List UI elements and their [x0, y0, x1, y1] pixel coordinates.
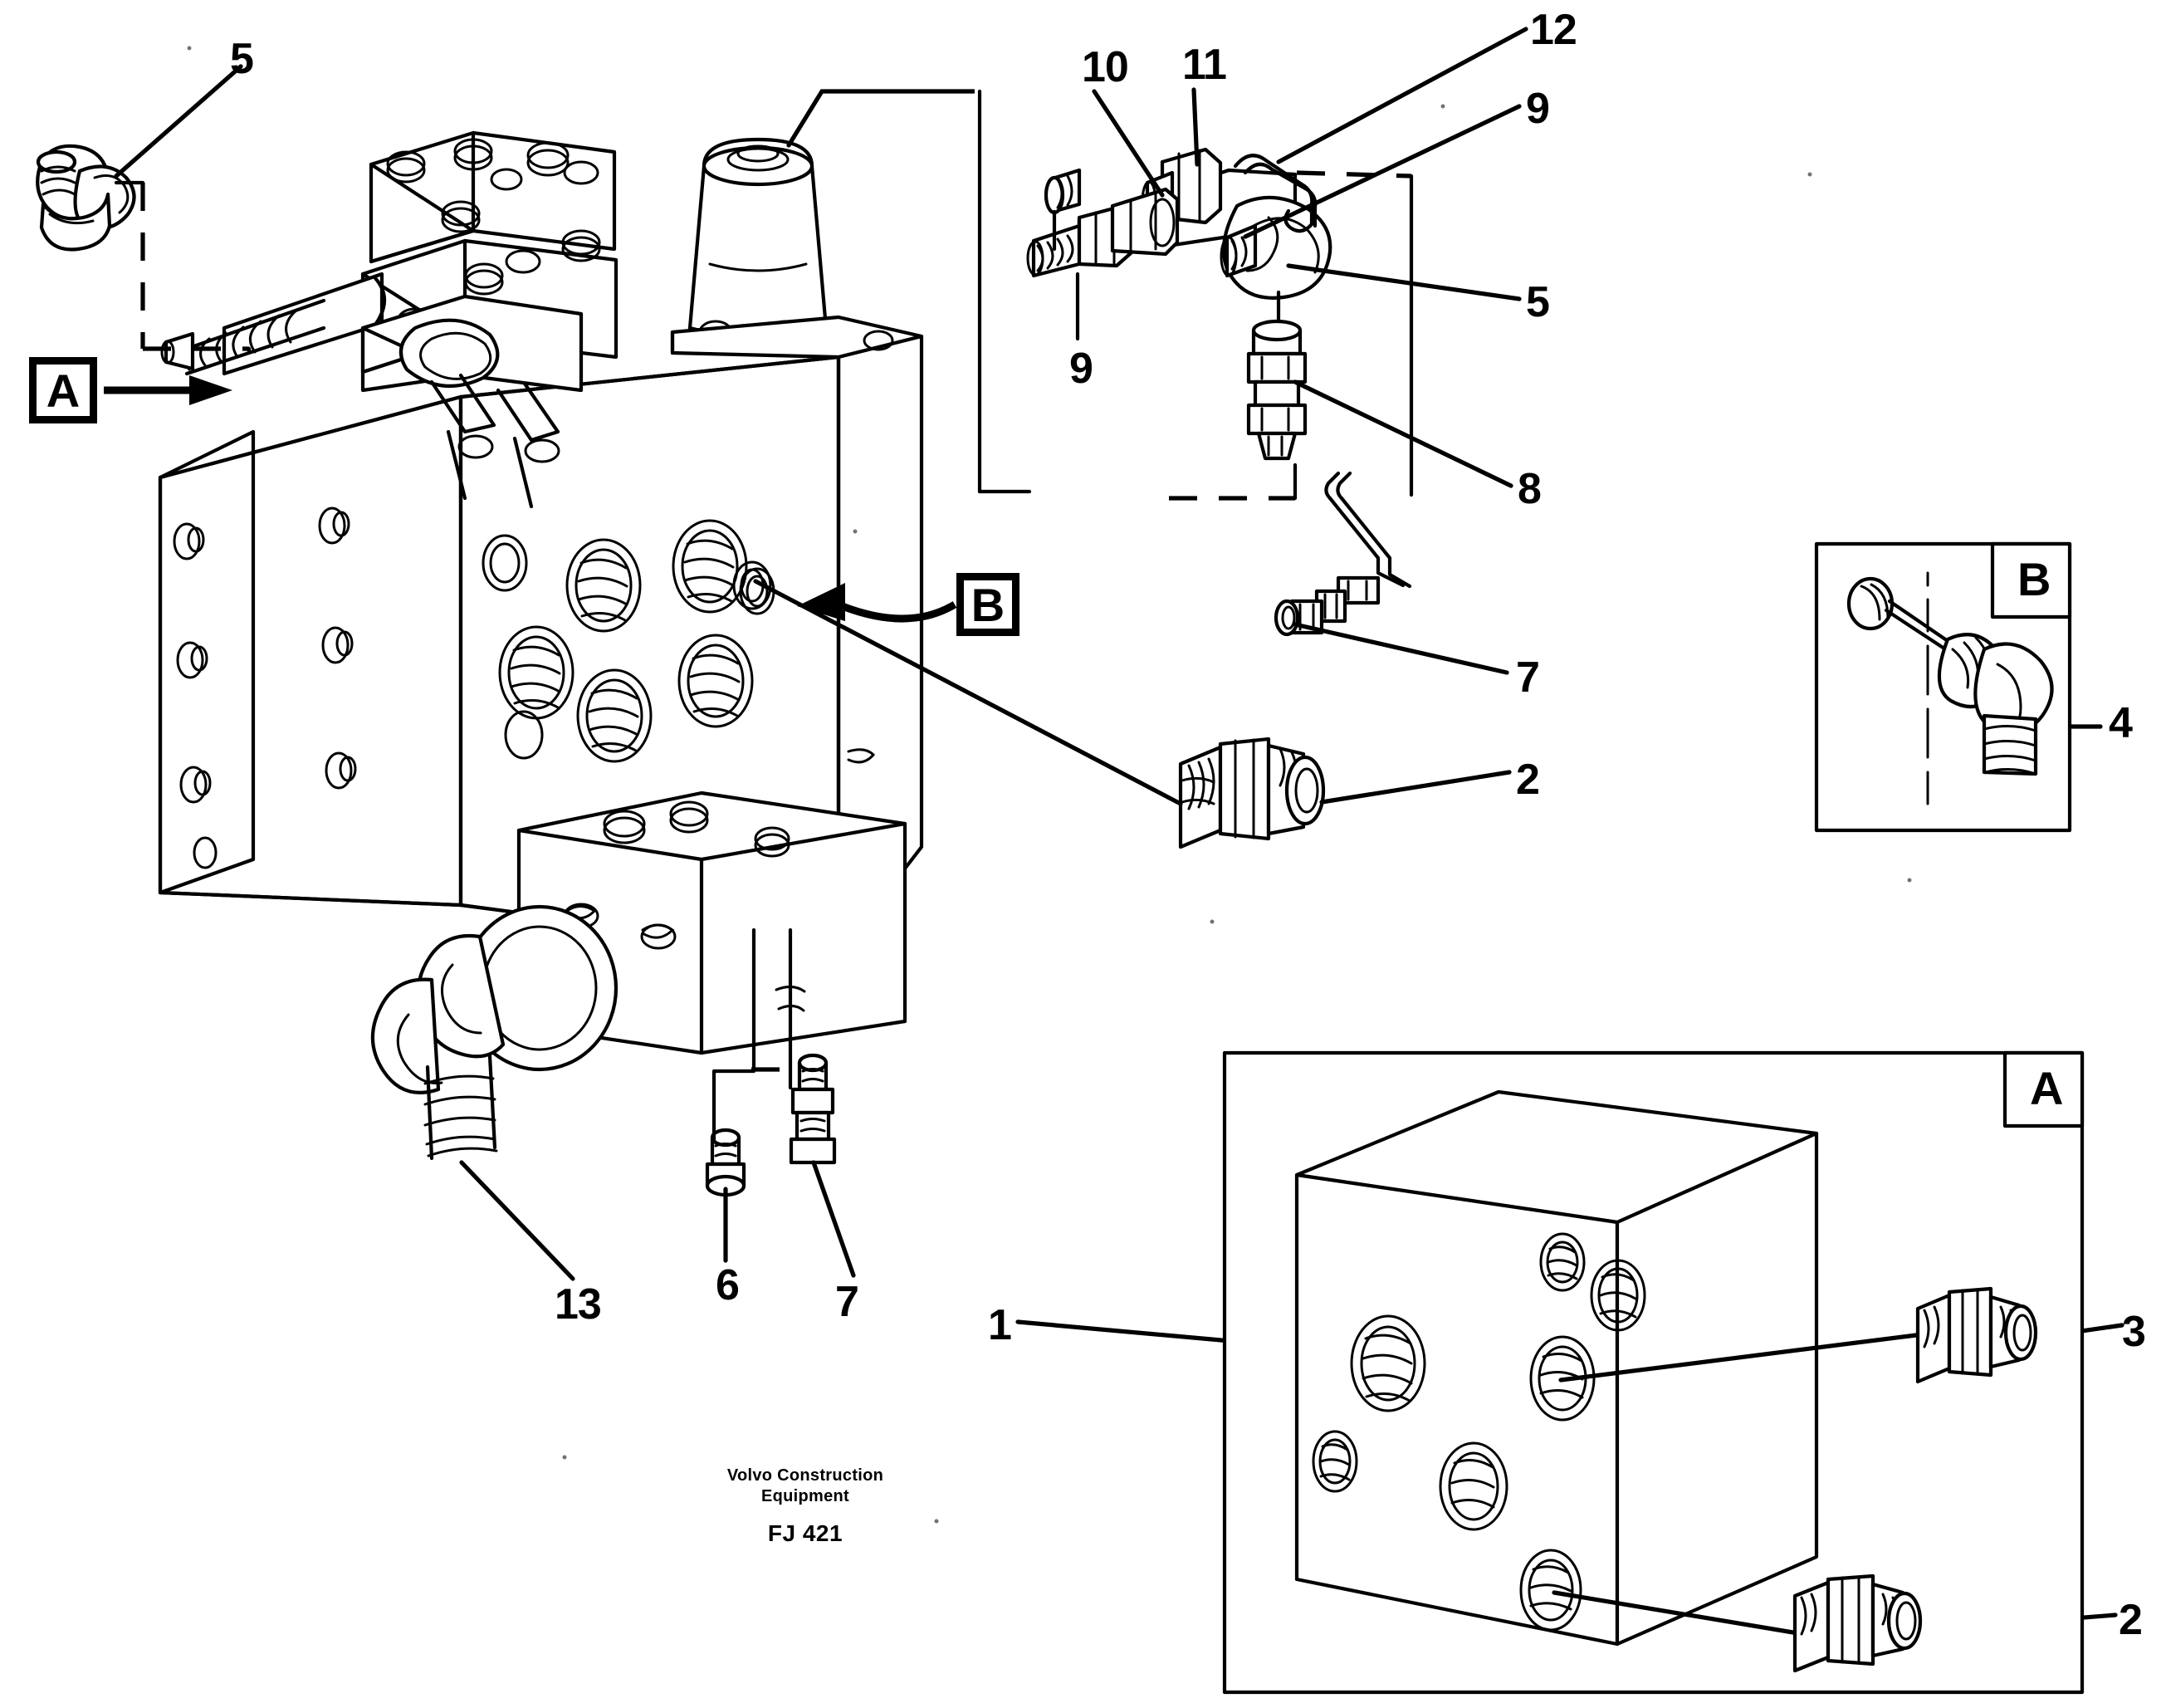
footer-block: Volvo Construction Equipment FJ 421 [689, 1466, 922, 1547]
callout-2-mid: 2 [1516, 756, 1540, 804]
footer-figure-code: FJ 421 [767, 1520, 843, 1546]
callout-12: 12 [1530, 6, 1577, 54]
detail-box-a [1222, 1050, 2085, 1695]
left-face-holes [173, 507, 357, 869]
plug-fitting-2-bottom [1792, 1573, 1923, 1673]
footer-company-line-1: Volvo Construction [726, 1466, 884, 1485]
callout-5-right: 5 [1526, 278, 1550, 326]
banjo-bolt [1846, 576, 1955, 654]
elbow-5-right [1220, 195, 1332, 330]
valve-upper-stack [160, 89, 949, 509]
callout-10: 10 [1082, 43, 1129, 91]
plug-fitting-2 [1178, 737, 1326, 849]
callout-9-left: 9 [1069, 345, 1093, 393]
nipple-7-lower [789, 1053, 837, 1165]
callout-13: 13 [555, 1280, 602, 1329]
bolt-small [1044, 168, 1082, 252]
callout-11: 11 [1182, 41, 1227, 89]
callout-8: 8 [1518, 465, 1542, 513]
callout-2-bottom: 2 [2119, 1596, 2143, 1644]
callout-5-top-left: 5 [230, 35, 254, 83]
plug-fitting-3 [1915, 1286, 2038, 1384]
callout-7-lower: 7 [835, 1278, 859, 1326]
callout-9-right: 9 [1526, 85, 1550, 133]
callout-1: 1 [988, 1301, 1012, 1349]
sub-valve-block [370, 790, 907, 1197]
elbow-4 [1937, 633, 2054, 776]
manifold-block-1 [1294, 1089, 1819, 1647]
detail-box-b [1814, 541, 2072, 833]
nipple-7-with-tube [1274, 471, 1412, 637]
callout-7-upper: 7 [1516, 653, 1540, 702]
quick-coupling-13 [370, 904, 619, 1161]
fitting-cluster [1026, 147, 1332, 461]
scan-speckles [187, 46, 1912, 1524]
detail-box-b-label: B [2017, 553, 2051, 605]
front-face-ports [482, 519, 775, 763]
elbow-5-topleft [36, 144, 136, 252]
callout-3: 3 [2122, 1308, 2146, 1356]
detail-a-reference-badge: A [29, 357, 97, 423]
footer-company-line-2: Equipment [760, 1487, 850, 1505]
detail-box-a-label: A [2030, 1062, 2064, 1114]
callout-6: 6 [716, 1261, 740, 1309]
tee-fitting-10 [1110, 187, 1180, 257]
straight-connector-8 [1246, 319, 1308, 461]
detail-b-reference-badge: B [956, 573, 1019, 636]
assembly-guide-lines [114, 89, 1414, 501]
callout-4: 4 [2109, 699, 2133, 747]
